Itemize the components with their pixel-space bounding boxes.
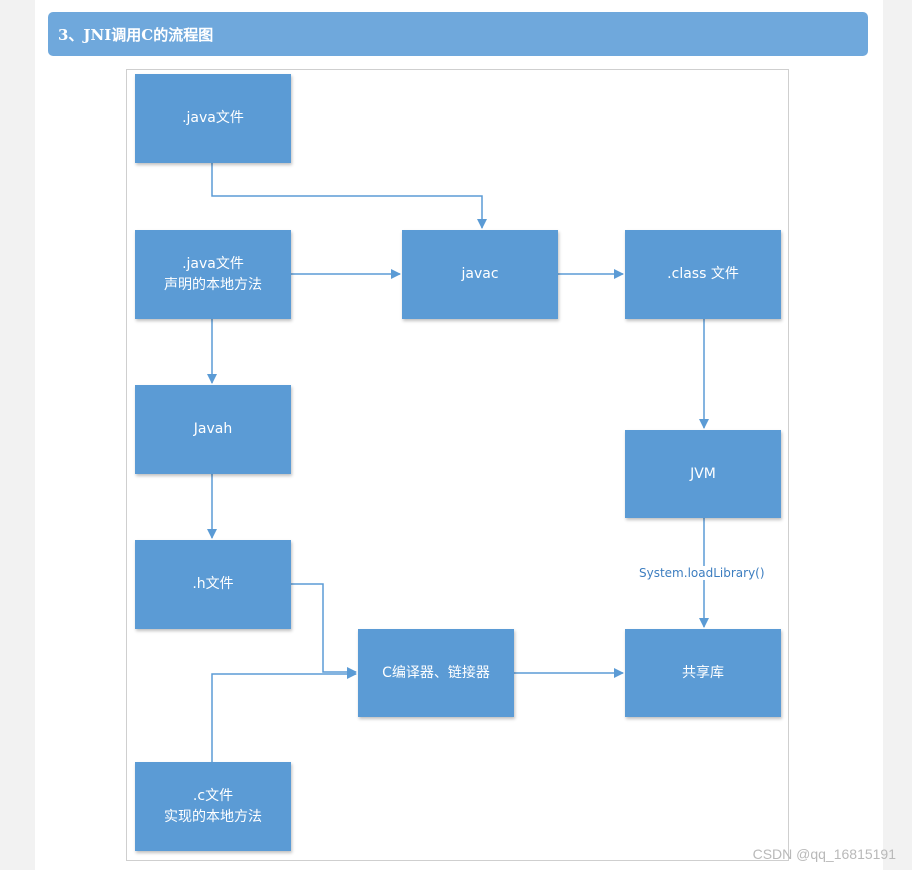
edge-c-to-compiler — [211, 669, 357, 762]
node-label-line2: 实现的本地方法 — [164, 808, 262, 825]
node-javac: javac — [402, 230, 558, 319]
node-label: .java文件 — [182, 110, 244, 126]
node-javah: Javah — [135, 385, 291, 474]
section-title: 3、JNI调用C的流程图 — [58, 25, 214, 44]
node-c-file: .c文件 实现的本地方法 — [135, 762, 291, 851]
node-label: .h文件 — [192, 576, 234, 592]
edge-java-to-javac — [211, 163, 487, 229]
node-label-line2: 声明的本地方法 — [164, 276, 262, 293]
node-jvm: JVM — [625, 430, 781, 518]
node-c-compiler: C编译器、链接器 — [358, 629, 514, 717]
node-label: Javah — [193, 421, 233, 437]
node-shared-lib: 共享库 — [625, 629, 781, 717]
edge-h-to-compiler — [291, 583, 357, 677]
flow-diagram: .java文件 .java文件 声明的本地方法 javac .class 文件 … — [126, 69, 789, 861]
edge-label-load-library: System.loadLibrary() — [637, 566, 767, 580]
node-label: 共享库 — [682, 664, 724, 681]
node-h-file: .h文件 — [135, 540, 291, 629]
node-java-file: .java文件 — [135, 74, 291, 163]
node-label: C编译器、链接器 — [382, 664, 490, 681]
node-class-file: .class 文件 — [625, 230, 781, 319]
diagram-edges — [207, 163, 709, 762]
watermark: CSDN @qq_16815191 — [752, 846, 896, 862]
node-label: .java文件 — [182, 255, 244, 272]
node-label: .class 文件 — [667, 266, 739, 282]
section-header: 3、JNI调用C的流程图 — [48, 12, 868, 56]
node-label: JVM — [690, 465, 716, 482]
article-page: 3、JNI调用C的流程图 .java文件 — [35, 0, 883, 870]
node-label: javac — [461, 266, 499, 282]
node-label: .c文件 — [192, 787, 234, 804]
node-java-native: .java文件 声明的本地方法 — [135, 230, 291, 319]
